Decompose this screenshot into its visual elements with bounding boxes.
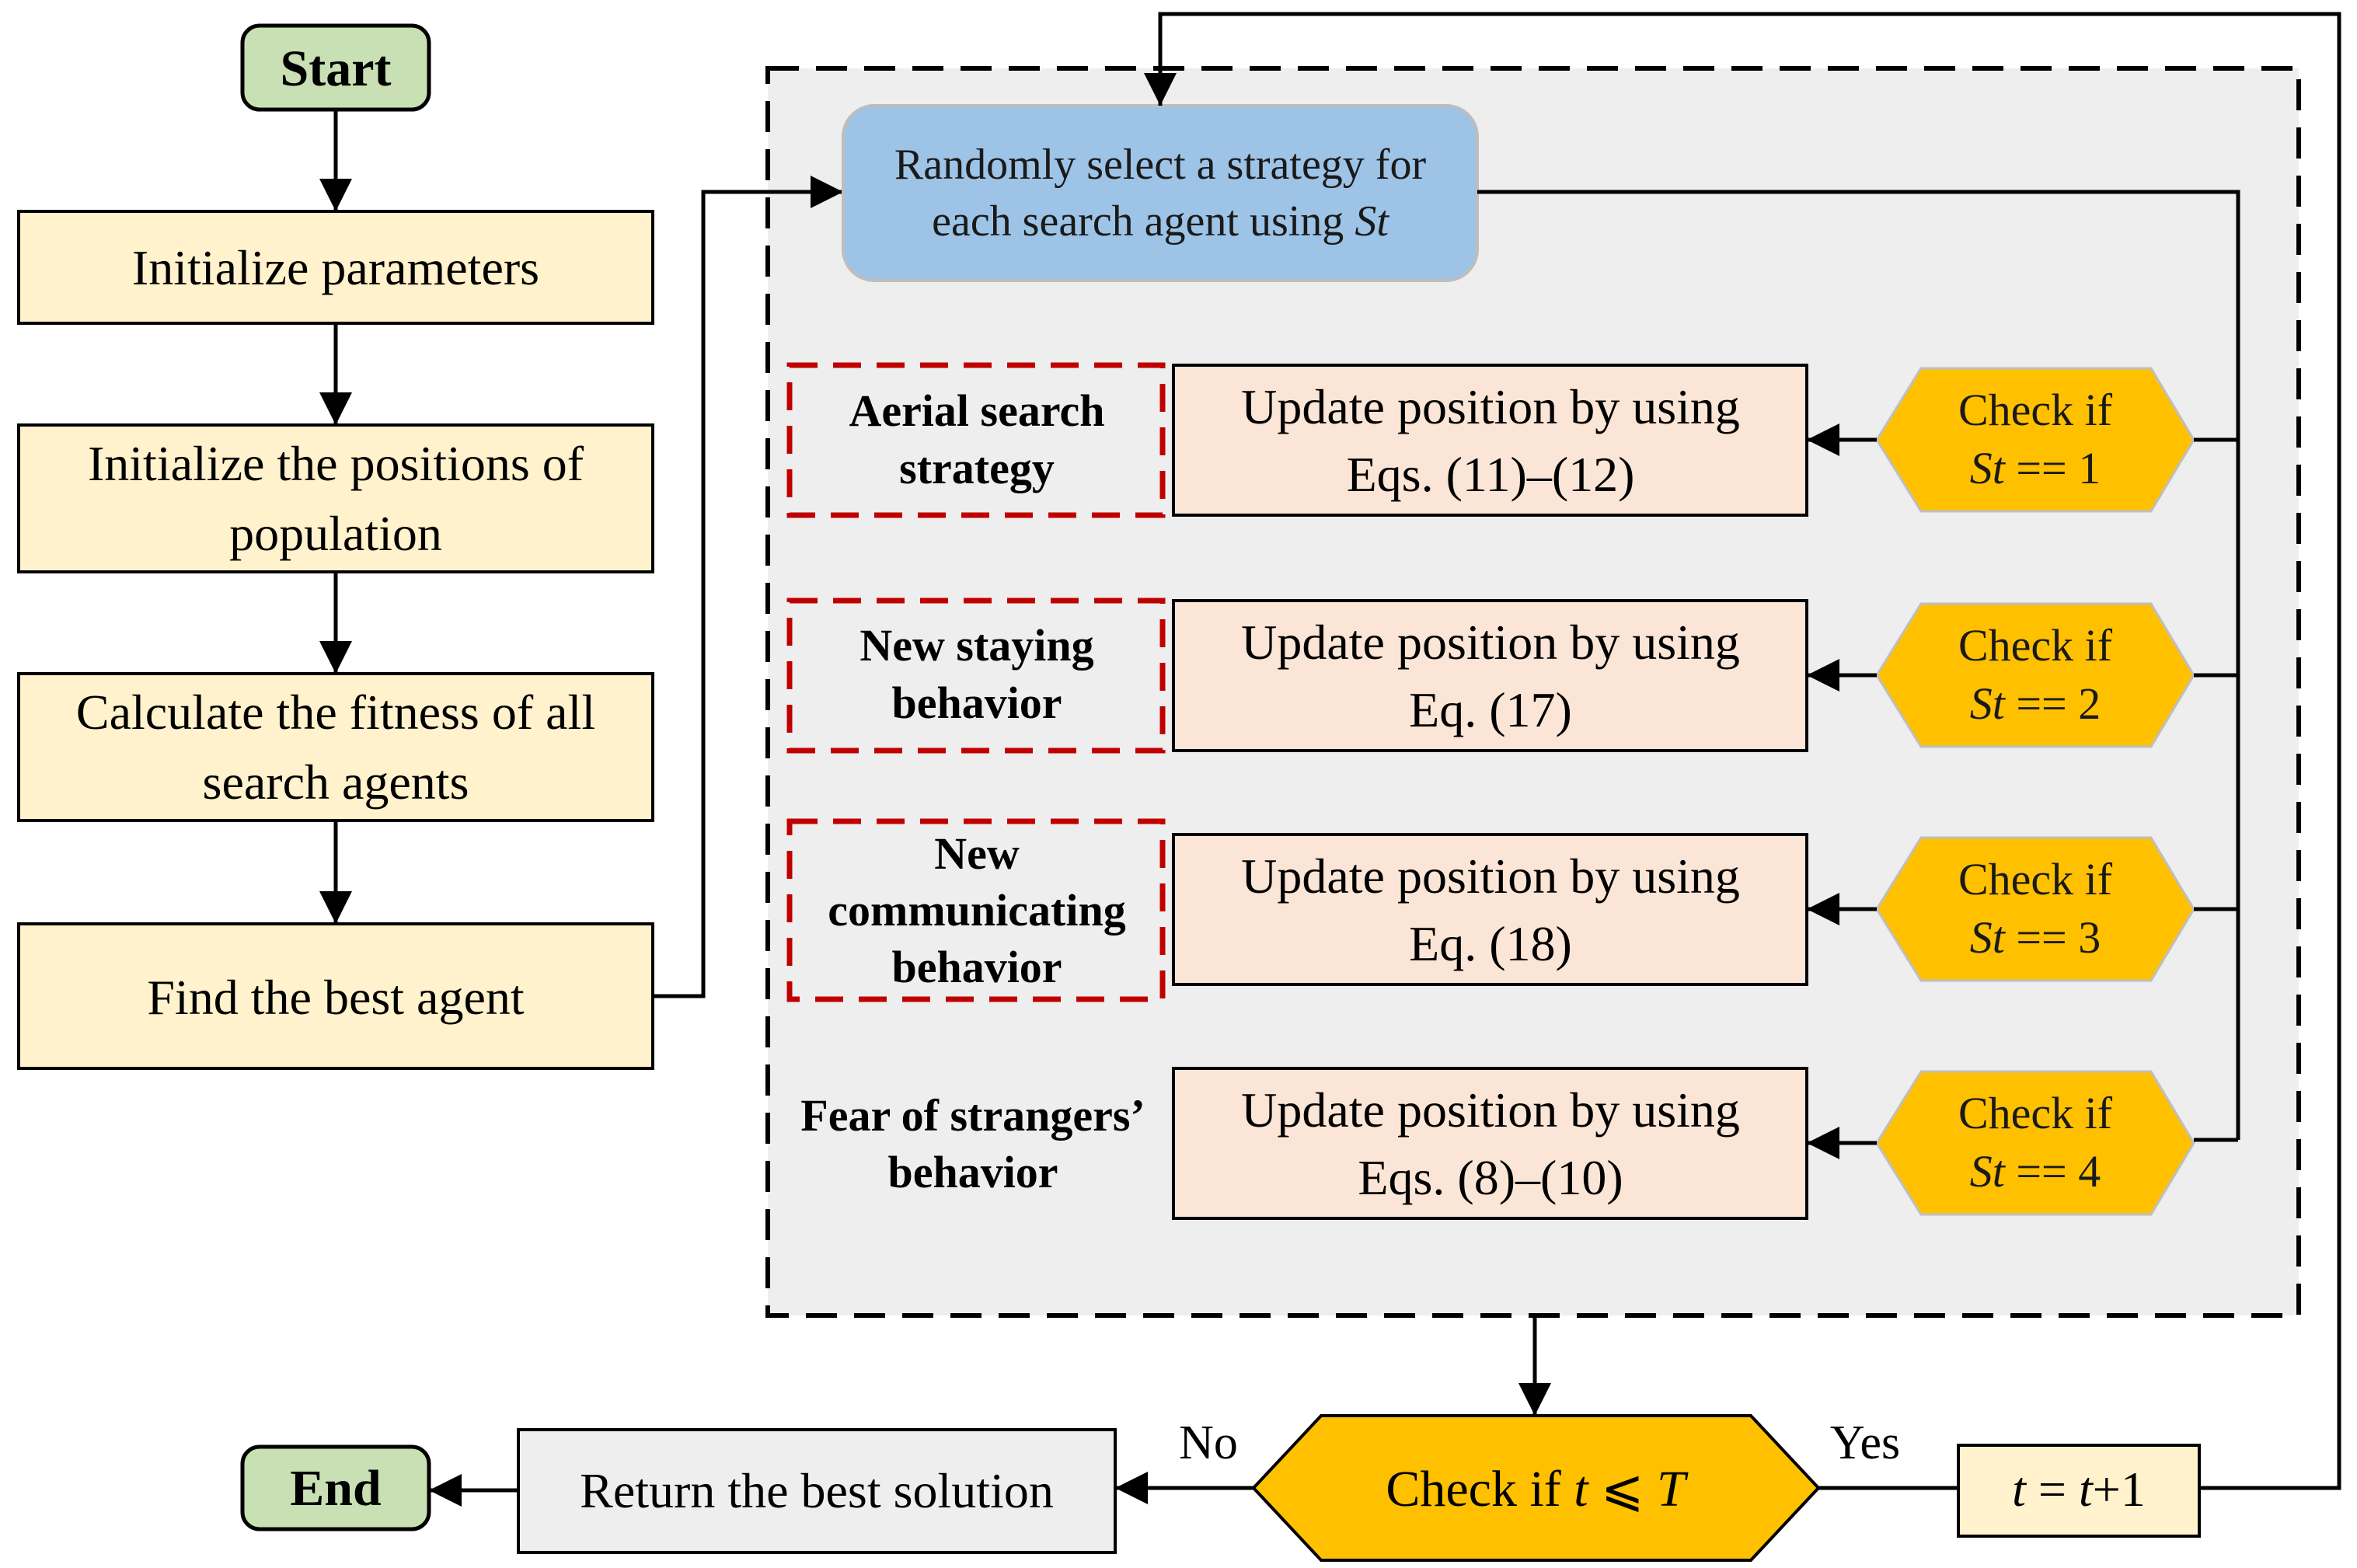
no-label: No xyxy=(1179,1416,1238,1469)
strategy-row-1: Aerial search strategy Update position b… xyxy=(786,362,2238,518)
calc-fitness-line2: search agents xyxy=(203,754,469,810)
strategy-label-frame-3 xyxy=(786,818,1166,1002)
update-1-line2: Eqs. (11)–(12) xyxy=(1347,447,1635,502)
select-strategy-box: Randomly select a strategy for each sear… xyxy=(842,104,1479,282)
strategy-3-label-line1: New xyxy=(934,828,1020,879)
check-3-line2: St == 3 xyxy=(1970,912,2101,963)
check-4-hexagon xyxy=(1875,1070,2195,1216)
strategy-1-label-line2: strategy xyxy=(899,443,1055,493)
end-label: End xyxy=(290,1460,381,1517)
update-2-line2: Eq. (17) xyxy=(1409,682,1572,737)
check-1-line1: Check if xyxy=(1958,385,2113,435)
check-4-line1: Check if xyxy=(1958,1088,2113,1138)
increment-label: t = t+1 xyxy=(2012,1462,2146,1517)
strategy-label-frame-1 xyxy=(786,362,1166,518)
strategy-label-frame-2 xyxy=(786,598,1166,754)
select-strategy-line2: each search agent using St xyxy=(932,197,1389,246)
update-4-line1: Update position by using xyxy=(1241,1082,1740,1138)
calc-fitness-box: Calculate the fitness of all search agen… xyxy=(17,672,654,822)
check-4-line2: St == 4 xyxy=(1970,1146,2101,1197)
init-params-label: Initialize parameters xyxy=(132,240,539,295)
check-2-line1: Check if xyxy=(1958,620,2113,671)
check-1-line2: St == 1 xyxy=(1970,443,2101,493)
check-loop-node: Check if t ⩽ T xyxy=(1251,1414,1821,1562)
select-strategy-line1: Randomly select a strategy for xyxy=(894,141,1427,189)
update-3-line1: Update position by using xyxy=(1241,848,1740,904)
start-node: Start xyxy=(240,23,431,112)
calc-fitness-line1: Calculate the fitness of all xyxy=(76,685,595,740)
yes-label: Yes xyxy=(1830,1416,1900,1469)
strategy-3-label-line3: behavior xyxy=(891,942,1062,992)
update-2-line1: Update position by using xyxy=(1241,615,1740,670)
init-params-box: Initialize parameters xyxy=(17,210,654,325)
find-best-label: Find the best agent xyxy=(147,970,524,1025)
arrow-best-to-select xyxy=(653,176,843,998)
init-positions-box: Initialize the positions of population xyxy=(17,423,654,573)
increment-box: t = t+1 xyxy=(1957,1444,2201,1538)
strategy-4-label-line1: Fear of strangers’ xyxy=(800,1090,1145,1141)
strategy-4-label-line2: behavior xyxy=(887,1147,1058,1197)
strategy-row-4: Fear of strangers’ behavior Update posit… xyxy=(800,1067,2238,1220)
end-node: End xyxy=(240,1444,431,1531)
arrow-loop-back xyxy=(1144,12,2341,1490)
update-3-line2: Eq. (18) xyxy=(1409,916,1572,971)
return-best-label: Return the best solution xyxy=(580,1463,1054,1518)
init-positions-line2: population xyxy=(229,506,442,561)
init-positions-line1: Initialize the positions of xyxy=(88,436,584,491)
strategy-row-2: New staying behavior Update position by … xyxy=(786,598,2238,754)
find-best-box: Find the best agent xyxy=(17,922,654,1070)
check-3-line1: Check if xyxy=(1958,854,2113,904)
strategy-bus xyxy=(1477,190,2240,1140)
strategy-3-label-line2: communicating xyxy=(828,885,1125,936)
strategy-2-label-line2: behavior xyxy=(891,678,1062,728)
update-1-line1: Update position by using xyxy=(1241,379,1740,434)
check-loop-label: Check if t ⩽ T xyxy=(1386,1461,1689,1517)
return-best-box: Return the best solution xyxy=(517,1428,1117,1554)
strategy-1-label-line1: Aerial search xyxy=(849,385,1104,436)
start-label: Start xyxy=(281,40,392,97)
strategy-2-label-line1: New staying xyxy=(859,620,1093,671)
check-2-line2: St == 2 xyxy=(1970,678,2101,729)
update-4-line2: Eqs. (8)–(10) xyxy=(1358,1150,1623,1205)
strategy-row-3: New communicating behavior Update positi… xyxy=(786,818,2238,1002)
